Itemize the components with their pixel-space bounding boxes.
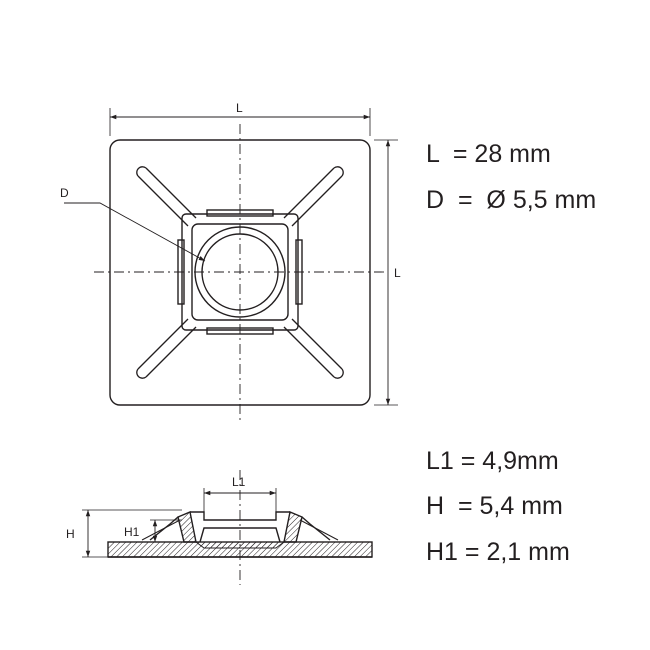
side-dimensions: [82, 488, 277, 558]
spec-h1: H1 = 2,1 mm: [426, 538, 570, 566]
side-view: [107, 511, 373, 558]
height-label: L: [394, 266, 401, 280]
spec-d: D = Ø 5,5 mm: [426, 186, 597, 214]
center-lines: [94, 124, 386, 420]
right-wall: [283, 511, 303, 543]
h-label: H: [66, 527, 75, 541]
left-wall: [177, 511, 197, 543]
width-label: L: [236, 101, 243, 115]
spec-l1: L1 = 4,9mm: [426, 447, 559, 475]
h1-label: H1: [124, 525, 140, 539]
diameter-leader-line: [64, 202, 206, 262]
spec-l: L = 28 mm: [426, 140, 551, 168]
extension-lines: [109, 108, 398, 406]
tie-channels: [136, 166, 344, 379]
diameter-label: D: [60, 186, 69, 200]
l1-label: L1: [232, 475, 246, 489]
top-view: [64, 108, 398, 420]
spec-h: H = 5,4 mm: [426, 492, 563, 520]
